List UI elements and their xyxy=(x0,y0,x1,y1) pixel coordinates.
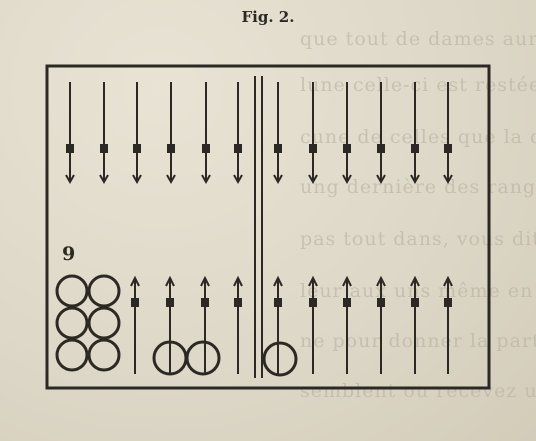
checker xyxy=(55,306,89,340)
arrow-fletching xyxy=(131,298,139,307)
arrow-head xyxy=(132,174,142,185)
arrow-fletching xyxy=(234,298,242,307)
arrow-markers xyxy=(65,82,453,374)
arrow-head xyxy=(410,275,420,287)
arrow-head xyxy=(376,174,386,185)
arrow-fletching xyxy=(202,144,210,153)
point-label: 9 xyxy=(62,243,75,265)
arrow-marker xyxy=(376,275,386,374)
arrow-marker xyxy=(443,82,453,185)
arrow-fletching xyxy=(343,298,351,307)
arrow-head xyxy=(342,174,352,185)
arrow-fletching xyxy=(411,298,419,307)
arrow-fletching xyxy=(444,144,452,153)
checker xyxy=(55,274,89,308)
arrow-marker xyxy=(165,275,175,374)
arrow-fletching xyxy=(377,298,385,307)
arrow-marker xyxy=(443,275,453,374)
arrow-fletching xyxy=(166,298,174,307)
arrow-marker xyxy=(166,82,176,185)
arrow-fletching xyxy=(274,144,282,153)
arrow-head xyxy=(308,174,318,185)
arrow-head xyxy=(273,174,283,185)
checker xyxy=(262,341,298,377)
arrow-marker xyxy=(273,82,283,185)
arrow-marker xyxy=(273,275,283,374)
arrow-head xyxy=(410,174,420,185)
arrow-marker xyxy=(410,275,420,374)
arrow-head xyxy=(443,174,453,185)
arrow-fletching xyxy=(167,144,175,153)
arrow-marker xyxy=(410,82,420,185)
arrow-marker xyxy=(376,82,386,185)
arrow-marker xyxy=(342,82,352,185)
arrow-head xyxy=(342,275,352,287)
arrow-marker xyxy=(130,275,140,374)
arrow-head xyxy=(165,275,175,287)
arrow-fletching xyxy=(201,298,209,307)
board-frame xyxy=(45,64,491,390)
checkers xyxy=(55,274,298,377)
arrow-marker xyxy=(308,275,318,374)
figure-caption: Fig. 2. xyxy=(241,8,295,26)
arrow-head xyxy=(65,174,75,185)
arrow-head xyxy=(273,275,283,287)
arrow-fletching xyxy=(309,298,317,307)
arrow-marker xyxy=(233,275,243,374)
arrow-marker xyxy=(132,82,142,185)
arrow-fletching xyxy=(444,298,452,307)
arrow-head xyxy=(308,275,318,287)
arrow-marker xyxy=(200,275,210,374)
arrow-fletching xyxy=(343,144,351,153)
arrow-fletching xyxy=(133,144,141,153)
arrow-marker xyxy=(201,82,211,185)
checker xyxy=(87,306,121,340)
arrow-head xyxy=(443,275,453,287)
arrow-head xyxy=(201,174,211,185)
arrow-marker xyxy=(99,82,109,185)
arrow-fletching xyxy=(411,144,419,153)
arrow-marker xyxy=(233,82,243,185)
checker xyxy=(185,340,221,376)
arrow-head xyxy=(166,174,176,185)
arrow-head xyxy=(99,174,109,185)
arrow-head xyxy=(376,275,386,287)
arrow-head xyxy=(130,275,140,287)
arrow-marker xyxy=(65,82,75,185)
arrow-head xyxy=(200,275,210,287)
arrow-head xyxy=(233,275,243,287)
arrow-marker xyxy=(342,275,352,374)
arrow-fletching xyxy=(309,144,317,153)
arrow-fletching xyxy=(66,144,74,153)
arrow-marker xyxy=(308,82,318,185)
arrow-head xyxy=(233,174,243,185)
checker xyxy=(87,338,121,372)
checker xyxy=(87,274,121,308)
arrow-fletching xyxy=(100,144,108,153)
arrow-fletching xyxy=(274,298,282,307)
arrow-fletching xyxy=(234,144,242,153)
checker xyxy=(55,338,89,372)
arrow-fletching xyxy=(377,144,385,153)
